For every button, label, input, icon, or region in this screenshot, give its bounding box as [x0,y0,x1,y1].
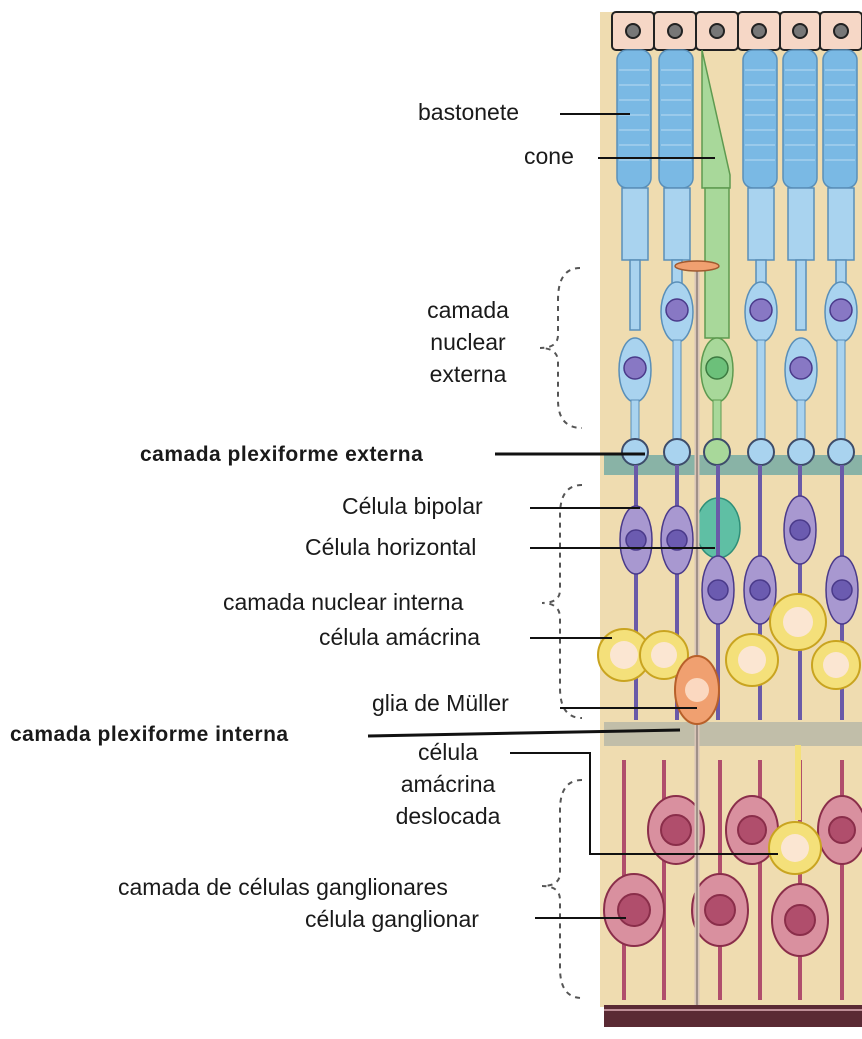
brace-inner-nuclear [542,485,582,718]
label-ganglion-layer: camada de células ganglionares [118,874,448,901]
label-inner-plexiform-layer: camada plexiforme interna [10,723,289,747]
label-outer-nuclear-line1: camada [412,294,524,326]
pigment-epithelium [612,12,862,50]
layer-braces [540,268,582,998]
label-bipolar-cell: Célula bipolar [342,493,483,520]
label-rod: bastonete [418,99,519,126]
label-ganglion-cell: célula ganglionar [305,906,479,933]
label-displaced-amacrine-line3: deslocada [386,800,510,832]
label-horizontal-cell: Célula horizontal [305,534,476,561]
label-cone: cone [524,143,574,170]
label-muller-glia: glia de Müller [372,690,509,717]
brace-outer-nuclear [540,268,582,428]
label-outer-nuclear-line3: externa [412,358,524,390]
label-outer-nuclear-layer: camada nuclear externa [412,294,524,390]
label-outer-plexiform-layer: camada plexiforme externa [140,443,423,467]
inner-plexiform-band [604,722,862,746]
label-displaced-amacrine-line1: célula [386,736,510,768]
brace-ganglion [542,780,582,998]
label-outer-nuclear-line2: nuclear [412,326,524,358]
inner-limiting-membrane [604,1005,862,1027]
label-amacrine-cell: célula amácrina [319,624,480,651]
label-inner-nuclear-layer: camada nuclear interna [223,589,463,616]
label-displaced-amacrine-line2: amácrina [386,768,510,800]
label-displaced-amacrine: célula amácrina deslocada [386,736,510,832]
